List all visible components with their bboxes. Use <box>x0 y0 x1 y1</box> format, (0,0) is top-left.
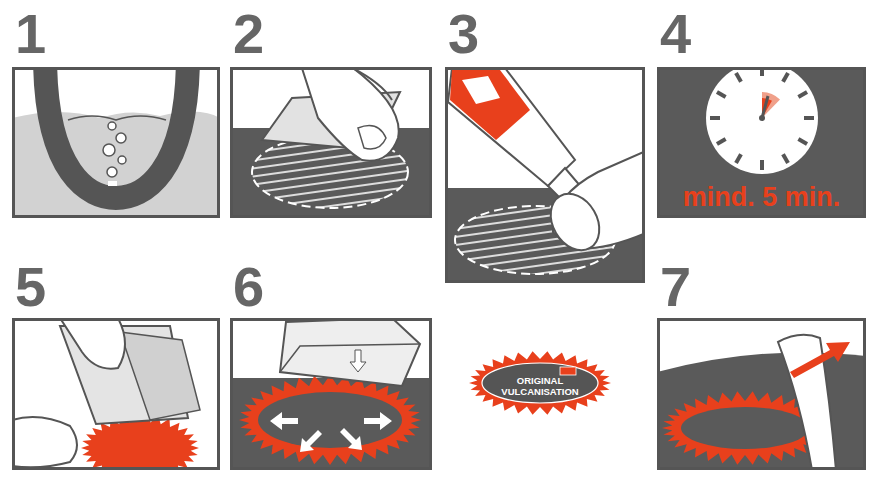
step-panel: 5 <box>12 259 220 470</box>
brand-logo <box>560 367 576 375</box>
badge-zigzag <box>469 351 611 415</box>
water-test-picture-shape <box>103 144 115 156</box>
patch-press-picture-shape <box>350 350 366 372</box>
clock-picture-shape <box>798 139 807 144</box>
patch-peel-picture <box>12 318 220 470</box>
cement-picture <box>445 67 645 283</box>
quality-badge: ORIGINAL VULCANISATION <box>468 350 612 416</box>
time-note: mind. 5 min. <box>660 182 863 212</box>
roughening-picture-shape <box>358 126 386 149</box>
cement-picture-shape <box>541 185 609 259</box>
step-panel: 7 <box>657 259 866 470</box>
clock-picture-shape <box>762 92 780 118</box>
patch-peel-picture-shape <box>120 332 200 420</box>
clock-picture-shape <box>710 116 720 120</box>
step-number: 6 <box>230 259 432 315</box>
patch-peel-picture-shape <box>12 417 77 467</box>
clock-picture <box>657 67 866 218</box>
step-number: 7 <box>657 259 866 315</box>
clock-picture-shape <box>706 67 818 174</box>
patch-press-picture-shape <box>280 344 420 372</box>
step-panel: 2 <box>230 6 432 218</box>
water-test-picture-shape <box>108 181 117 186</box>
step-number: 1 <box>12 6 220 62</box>
cement-picture-shape <box>448 68 575 186</box>
patch-press-picture <box>230 318 432 470</box>
panel-frame <box>445 67 645 283</box>
step-number: 3 <box>445 6 645 62</box>
step-panel: mind. 5 min. 4 <box>657 6 866 218</box>
patch-press-picture-shape <box>364 412 392 430</box>
foil-removal-picture-shape <box>790 342 850 378</box>
cement-picture-shape <box>462 76 500 104</box>
clock-picture-shape <box>717 139 726 144</box>
water-test-picture-shape <box>108 122 116 130</box>
panel-frame <box>12 318 220 470</box>
water-test-picture-shape <box>107 167 117 177</box>
step-number: 5 <box>12 259 220 315</box>
step-panel: 6 <box>230 259 432 470</box>
patch-press-picture-shape <box>300 430 322 452</box>
panel-frame <box>230 67 432 218</box>
clock-picture-shape <box>736 73 741 82</box>
water-test-picture-shape <box>45 67 188 198</box>
step-panel: 1 <box>12 6 220 218</box>
clock-picture-shape <box>762 96 768 118</box>
water-test-picture-shape <box>68 116 166 120</box>
step-number: 4 <box>657 6 866 62</box>
roughening-picture-shape <box>300 67 399 161</box>
patch-peel-picture-shape <box>60 318 125 369</box>
water-test-picture <box>12 67 220 218</box>
clock-picture-shape <box>760 160 764 170</box>
roughening-picture-shape <box>340 67 392 100</box>
clock-picture-shape <box>710 67 814 170</box>
panel-frame: mind. 5 min. <box>657 67 866 218</box>
clock-picture-shape <box>798 92 807 97</box>
patch-press-picture-shape <box>230 318 432 470</box>
panel-frame <box>12 67 220 218</box>
foil-removal-picture-shape <box>657 318 866 470</box>
panel-frame <box>657 318 866 470</box>
roughening-picture <box>230 67 432 218</box>
patch-press-picture-shape <box>258 392 402 448</box>
badge-text: ORIGINAL VULCANISATION <box>492 375 588 397</box>
foil-removal-picture-shape <box>681 407 809 449</box>
foil-removal-picture <box>657 318 866 470</box>
water-test-picture-shape <box>116 133 126 143</box>
clock-picture-shape <box>717 92 726 97</box>
clock-picture-shape <box>783 154 788 163</box>
water-test-picture-shape <box>118 156 126 164</box>
patch-press-picture-shape <box>340 428 362 450</box>
cement-picture-shape <box>450 70 530 140</box>
clock-picture-shape <box>759 115 765 121</box>
badge-center <box>482 363 598 403</box>
step-panel: 3 <box>445 6 645 283</box>
step-number: 2 <box>230 6 432 62</box>
clock-picture-shape <box>804 116 814 120</box>
patch-press-picture-shape <box>239 375 421 465</box>
clock-picture-shape <box>783 73 788 82</box>
patch-press-picture-shape <box>280 318 420 386</box>
clock-picture-shape <box>736 154 741 163</box>
patch-press-picture-shape <box>270 412 298 430</box>
panel-frame <box>230 318 432 470</box>
